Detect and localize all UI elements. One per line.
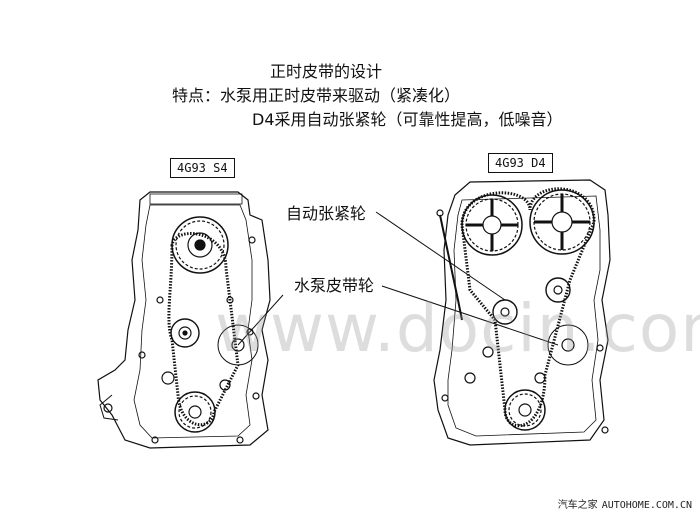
auto-tensioner-label: 自动张紧轮 — [286, 204, 367, 223]
left-engine-model-label: 4G93 S4 — [170, 158, 235, 178]
features-line: 特点：水泵用正时皮带来驱动（紧凑化） — [172, 86, 461, 105]
watermark-text: www.docin.com — [215, 290, 700, 367]
water-pump-pulley-label: 水泵皮带轮 — [294, 276, 375, 295]
credit-site: AUTOHOME.COM.CN — [601, 500, 692, 511]
credit-brand: 汽车之家 — [557, 500, 598, 511]
d4-feature-line: D4采用自动张紧轮（可靠性提高，低噪音） — [252, 110, 563, 129]
callout-leaders — [237, 211, 559, 346]
right-engine-model-label: 4G93 D4 — [488, 153, 553, 173]
diagram-title: 正时皮带的设计 — [270, 62, 383, 81]
left-engine-drawing — [97, 191, 271, 449]
water-pump-leader — [381, 285, 559, 346]
right-engine-drawing — [433, 179, 611, 446]
water-pump-leader-left — [237, 294, 284, 346]
auto-tensioner-leader — [375, 211, 506, 301]
